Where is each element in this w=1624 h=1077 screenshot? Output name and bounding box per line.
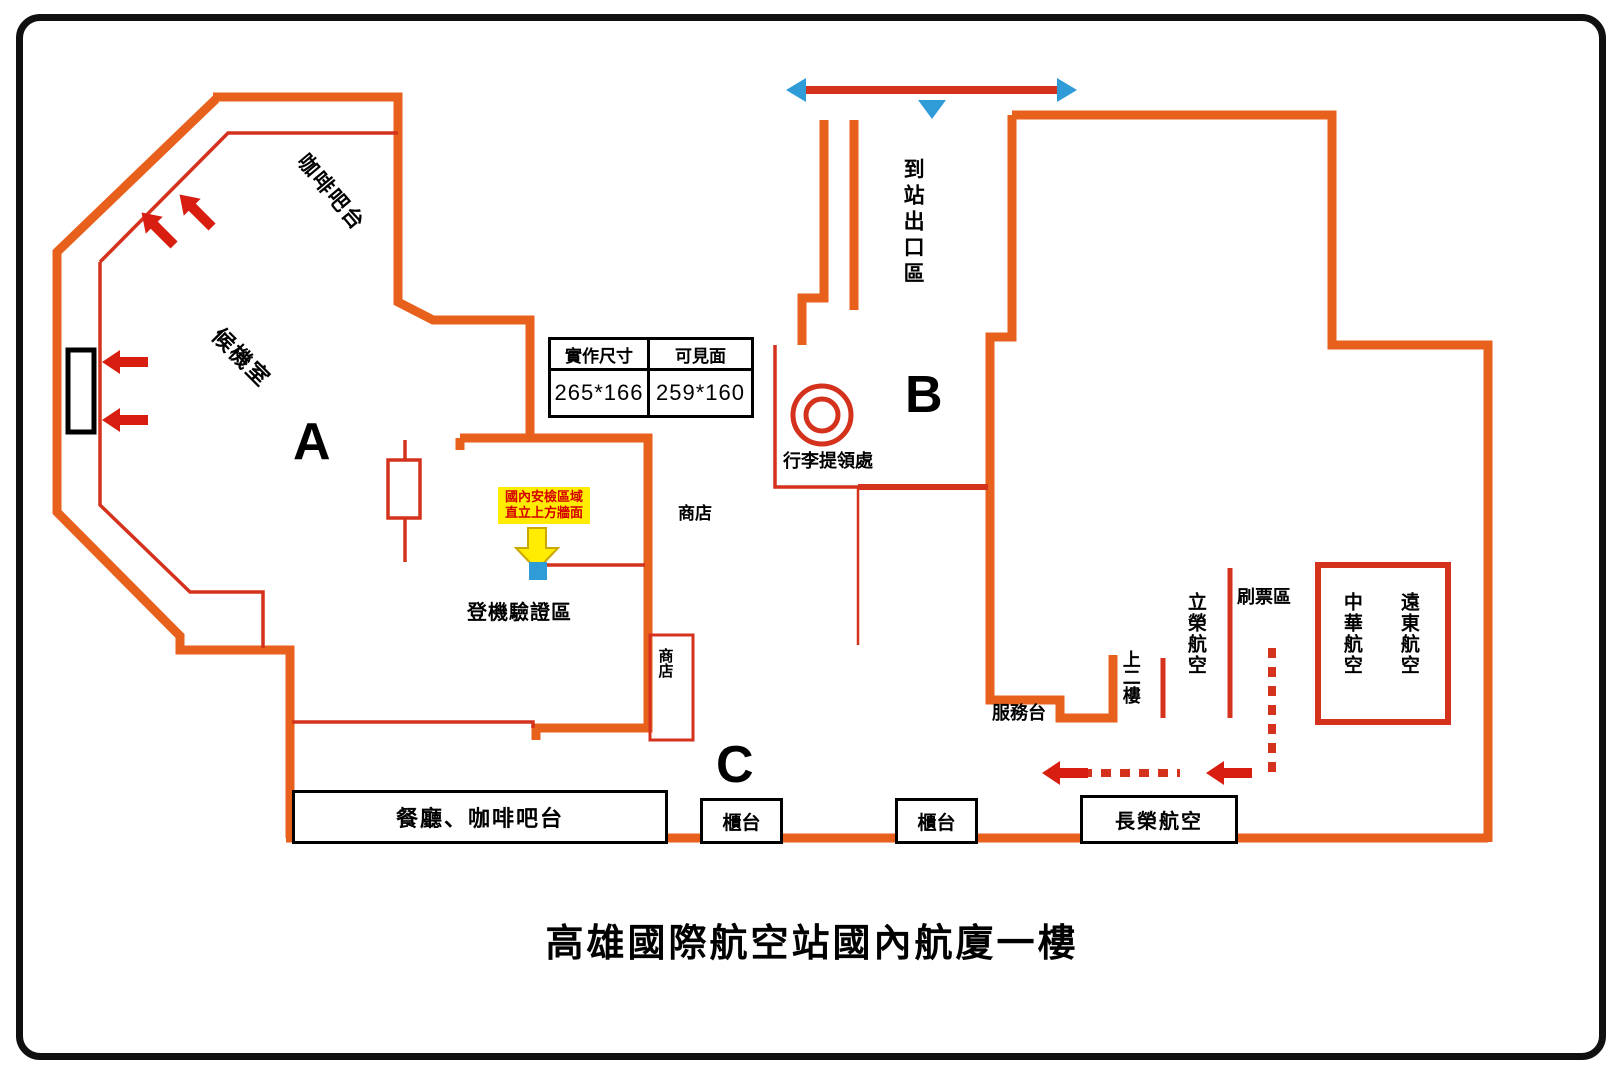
- size-table-value-actual: 265*166: [548, 368, 650, 418]
- checkin-partitions-red: [1160, 568, 1233, 718]
- counter-left-box: 櫃台: [700, 798, 783, 844]
- yellow-down-arrow: [513, 527, 561, 572]
- restaurant-box: 餐廳、咖啡吧台: [292, 790, 668, 844]
- security-sign-line1: 國內安檢區域: [504, 489, 583, 504]
- size-table-value-visible: 259*160: [647, 368, 754, 418]
- outer-border: [16, 14, 1606, 1060]
- arrival-exit-label: 到站出口區: [901, 158, 925, 288]
- dimension-triangle-left: [786, 78, 806, 102]
- flow-arrow-left-1: [1206, 761, 1252, 785]
- zone-b-label: B: [905, 366, 943, 424]
- wall-arrow-left-2: [102, 408, 148, 432]
- direction-arrows-red: [102, 186, 1252, 785]
- size-table: 實作尺寸 可見面 265*166 259*160: [548, 337, 754, 418]
- dimension-triangle-down: [918, 100, 946, 119]
- eva-air-box: 長榮航空: [1080, 795, 1238, 844]
- china-airlines-label: 中華航空: [1340, 592, 1362, 676]
- far-eastern-air-label: 遠東航空: [1397, 592, 1419, 676]
- flow-dotted-lines: [1082, 648, 1276, 780]
- sign-location-rect: [65, 347, 97, 435]
- counter-right-box: 櫃台: [895, 798, 978, 844]
- wall-arrow-diagonal-1: [133, 204, 183, 254]
- ticket-area-label: 刷票區: [1237, 587, 1291, 607]
- size-table-header-actual: 實作尺寸: [548, 337, 650, 371]
- security-sign-line2: 直立上方牆面: [504, 505, 583, 521]
- page-title: 高雄國際航空站國內航廈一樓: [545, 923, 1079, 965]
- zone-a-label: A: [293, 413, 331, 471]
- shop-upper-label: 商店: [678, 504, 712, 523]
- security-blue-square: [529, 562, 547, 580]
- service-desk-label: 服務台: [992, 703, 1046, 723]
- shop-lower-label: 商店: [656, 648, 674, 678]
- wall-arrow-left-1: [102, 350, 148, 374]
- uni-air-label: 立榮航空: [1184, 592, 1206, 676]
- airline-counter-box: [1315, 562, 1451, 725]
- inner-walls-red: [98, 131, 860, 742]
- to-second-floor-label: 上二樓: [1120, 650, 1141, 704]
- baggage-claim-circle: [790, 383, 854, 447]
- outer-walls-orange: [52, 92, 1493, 843]
- security-sign-note: 國內安檢區域 直立上方牆面: [498, 487, 590, 524]
- boarding-check-label: 登機驗證區: [467, 602, 572, 624]
- baggage-claim-label: 行李提領處: [783, 451, 873, 471]
- flow-arrow-left-2: [1042, 761, 1088, 785]
- size-table-header-visible: 可見面: [647, 337, 754, 371]
- dimension-triangle-right: [1057, 78, 1077, 102]
- zone-c-label: C: [716, 736, 754, 794]
- wall-arrow-diagonal-2: [171, 186, 221, 236]
